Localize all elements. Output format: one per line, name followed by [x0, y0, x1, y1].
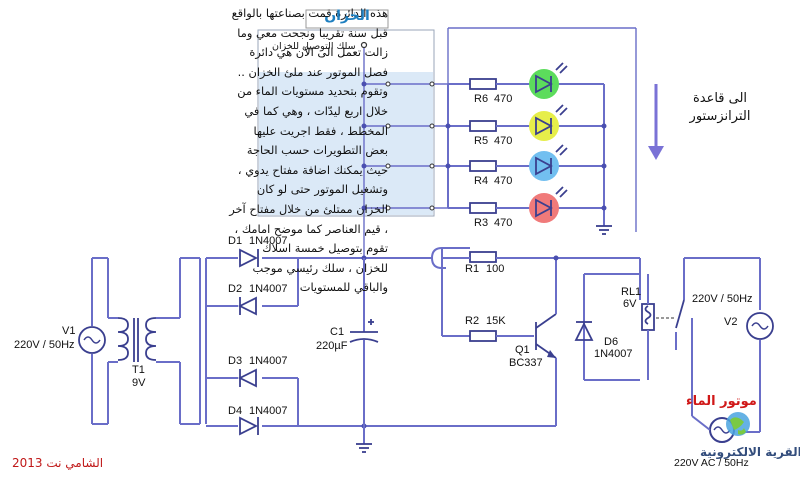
r1-value: 100: [486, 263, 504, 275]
d4-label: D4: [228, 405, 242, 417]
r6-label: R6: [474, 93, 488, 105]
rl1-label: RL1: [621, 286, 641, 298]
watermark-logo: [726, 412, 750, 436]
motor-label: موتور الماء: [686, 394, 757, 409]
water-tank: [257, 9, 435, 217]
resistor-led-chains: [445, 27, 637, 235]
level-wires: [361, 81, 448, 211]
tank-water: [259, 72, 433, 215]
r6-value: 470: [494, 93, 512, 105]
d1-label: D1: [228, 235, 242, 247]
v1-label: V1: [62, 325, 75, 337]
d6-label: D6: [604, 336, 618, 348]
led-blue: [529, 144, 568, 181]
r4-label: R4: [474, 175, 488, 187]
t1-label: T1: [132, 364, 145, 376]
transformer-t1: [117, 317, 180, 363]
relay-contacts: [675, 257, 774, 433]
d1-value: 1N4007: [249, 235, 288, 247]
d3-label: D3: [228, 355, 242, 367]
led-red: [529, 186, 568, 223]
d4-value: 1N4007: [249, 405, 288, 417]
d3-value: 1N4007: [249, 355, 288, 367]
tank-title: الخزان: [324, 8, 370, 24]
r1-label: R1: [465, 263, 479, 275]
article-paragraph: هذه الدائرة قمت بصناعتها بالواقع قبل سنة…: [229, 6, 388, 295]
r3-value: 470: [494, 217, 512, 229]
c1-label: C1: [330, 326, 344, 338]
r2-value: 15K: [486, 315, 506, 327]
d2-label: D2: [228, 283, 242, 295]
motor-rating: 220V AC / 50Hz: [674, 457, 749, 469]
r3-label: R3: [474, 217, 488, 229]
q1-value: BC337: [509, 357, 543, 369]
v1-source: [78, 257, 118, 425]
led-green: [529, 62, 568, 99]
q1-label: Q1: [515, 344, 530, 356]
bridge-rectifier: [199, 248, 299, 436]
down-arrow-icon: [648, 84, 664, 160]
r5-value: 470: [494, 135, 512, 147]
led-yellow: [529, 104, 568, 141]
r5-label: R5: [474, 135, 488, 147]
t1-value: 9V: [132, 377, 146, 389]
r4-value: 470: [494, 175, 512, 187]
diode-d6: [574, 273, 640, 381]
v1-value: 220V / 50Hz: [14, 339, 75, 351]
watermark-text: القرية الالكترونية: [700, 445, 800, 459]
d6-value: 1N4007: [594, 348, 633, 360]
capacitor-c1: [349, 258, 379, 426]
credit-text: الشامي نت 2013: [12, 456, 104, 470]
tank-title-box: [305, 9, 389, 29]
resistor-r1: [431, 247, 640, 310]
transistor-base-note: الى قاعدة الترانزستور: [689, 91, 751, 124]
c1-value: 220µF: [316, 340, 348, 352]
v2-label: V2: [724, 316, 737, 328]
v2-value-top: 220V / 50Hz: [692, 293, 753, 305]
resistor-r2: [441, 248, 534, 342]
r2-label: R2: [465, 315, 479, 327]
relay-rl1: [555, 258, 676, 380]
d2-value: 1N4007: [249, 283, 288, 295]
transistor-q1: [535, 313, 557, 426]
article-text: هذه الدائرة قمت بصناعتها بالواقع قبل سنة…: [228, 4, 388, 298]
tank-main-wire-label: سلك التوصيل للخزان: [272, 41, 356, 52]
rl1-value: 6V: [623, 298, 637, 310]
